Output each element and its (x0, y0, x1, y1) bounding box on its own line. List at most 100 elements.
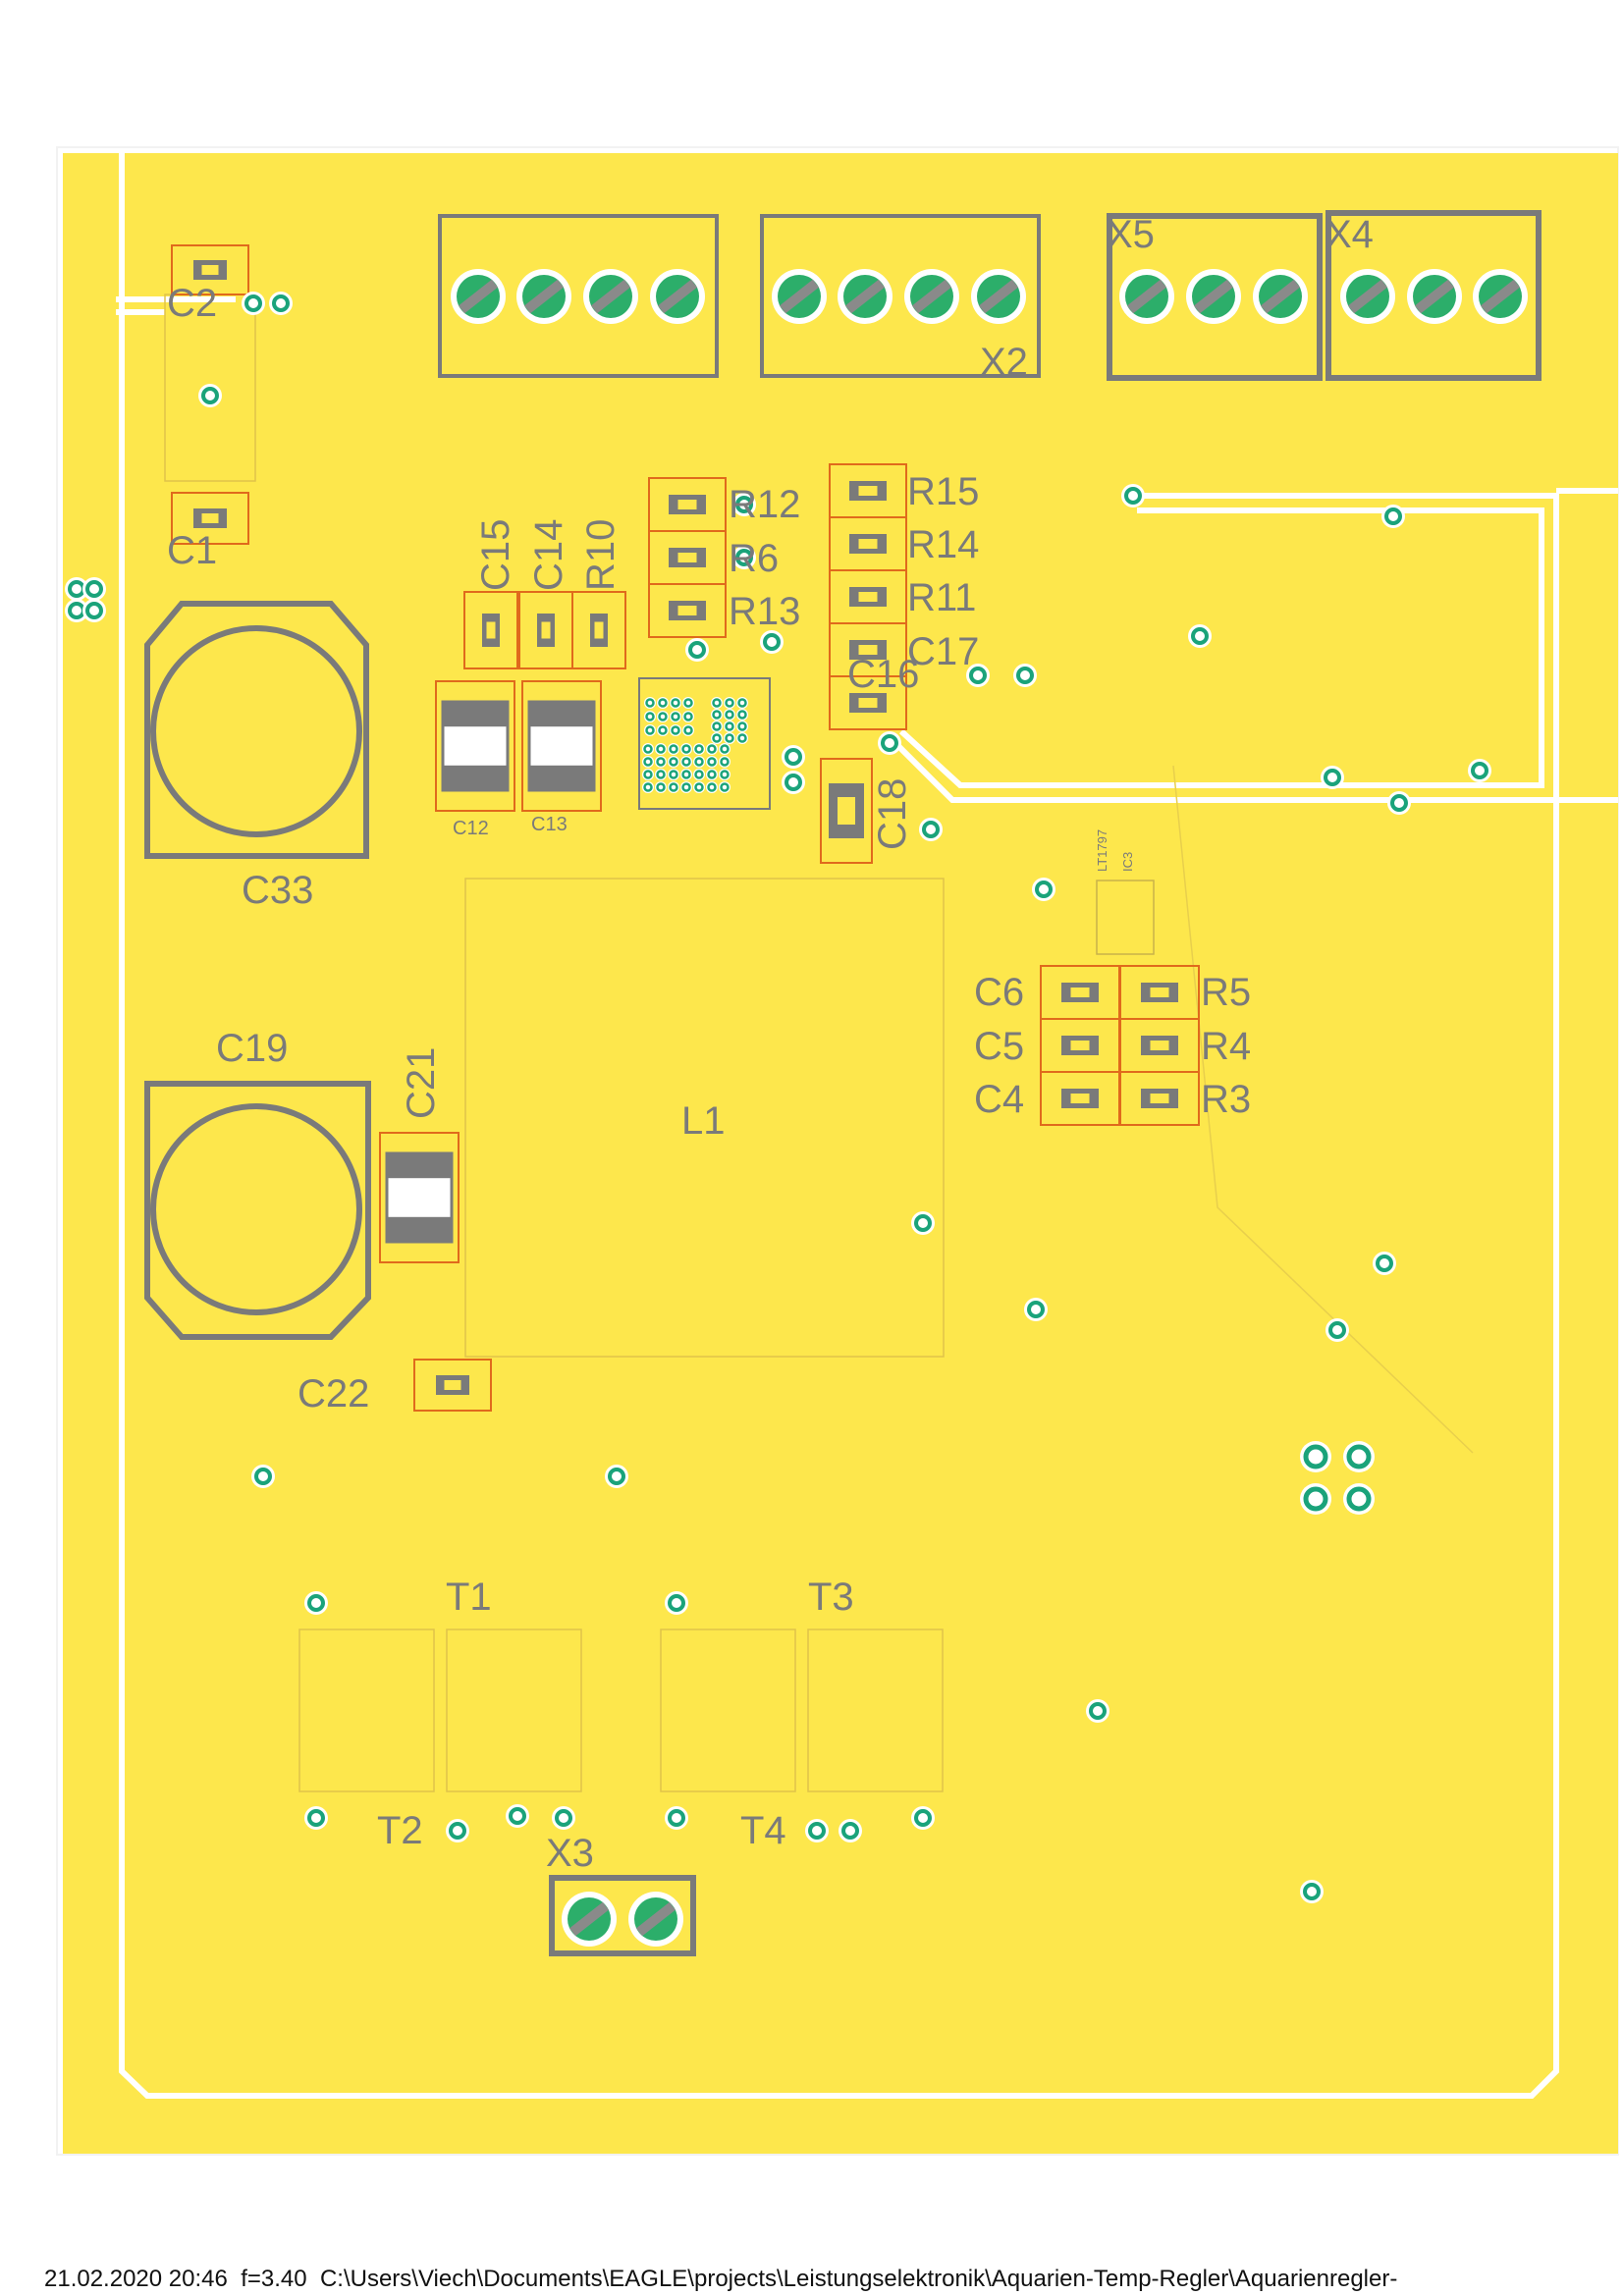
c15-pad (463, 591, 518, 669)
via (82, 599, 106, 622)
via (82, 577, 106, 601)
terminal-block-x3 (549, 1875, 696, 1956)
label-r3: R3 (1201, 1078, 1251, 1121)
label-c1: C1 (167, 529, 217, 572)
ic-via (724, 709, 735, 721)
terminal-screw (650, 269, 705, 324)
ic-via (657, 724, 669, 736)
label-c12: C12 (453, 818, 489, 839)
ic-via (680, 756, 692, 768)
c33-capacitor (144, 601, 369, 859)
via (839, 1819, 862, 1842)
ic-via (719, 756, 730, 768)
via (269, 292, 293, 315)
isolation-traces (116, 153, 1618, 2099)
plot-footer: 21.02.2020 20:46 f=3.40 C:\Users\Viech\D… (44, 2266, 1397, 2293)
ic-via (644, 711, 656, 722)
via (1300, 1483, 1331, 1515)
terminal-screw (451, 269, 506, 324)
label-c13: C13 (531, 814, 568, 835)
ic-via (736, 732, 748, 744)
label-c2: C2 (167, 282, 217, 325)
footer-path: C:\Users\Viech\Documents\EAGLE\projects\… (319, 2266, 1398, 2292)
ic3-footprint (1096, 880, 1155, 955)
r11-pad (829, 569, 907, 624)
ic-via (668, 756, 679, 768)
terminal-block-x4 (1325, 210, 1542, 381)
ic-via (711, 709, 723, 721)
ic-via (668, 743, 679, 755)
footer-datetime: 21.02.2020 20:46 (44, 2266, 228, 2292)
label-lt1797: LT1797 (1095, 829, 1109, 872)
label-r11: R11 (907, 576, 976, 619)
via (304, 1591, 328, 1615)
via (685, 638, 709, 662)
ic-via (655, 756, 667, 768)
ic-via (642, 781, 654, 793)
label-c19: C19 (216, 1027, 288, 1070)
terminal-screw (628, 1892, 683, 1947)
ic-via (706, 781, 718, 793)
via (911, 1211, 935, 1235)
label-r5: R5 (1201, 971, 1251, 1014)
ic-package (638, 677, 771, 810)
c12-pad (435, 680, 515, 812)
label-c18: C18 (871, 778, 914, 850)
ic-via (670, 697, 681, 709)
label-c14: C14 (527, 519, 570, 591)
t1-footprint-a (298, 1629, 435, 1792)
ic-via (670, 724, 681, 736)
via (782, 771, 805, 794)
c22-pad (413, 1359, 492, 1412)
via (782, 745, 805, 769)
terminal-screw (971, 269, 1026, 324)
ic-via (657, 711, 669, 722)
thin-footprints (164, 294, 1474, 1792)
label-x2: X2 (980, 341, 1028, 384)
terminal-screw (1407, 269, 1462, 324)
ic-via (724, 721, 735, 732)
label-t4: T4 (740, 1809, 786, 1852)
terminal-block-x1 (438, 214, 719, 378)
via (665, 1806, 688, 1830)
via (1300, 1441, 1331, 1472)
via (251, 1465, 275, 1488)
ic-via (668, 781, 679, 793)
via (446, 1819, 469, 1842)
r3-pad (1119, 1071, 1200, 1126)
label-r4: R4 (1201, 1025, 1251, 1068)
ic-via (724, 697, 735, 709)
via (732, 546, 756, 569)
ic-via (736, 709, 748, 721)
terminal-screw (904, 269, 959, 324)
ic-via (736, 697, 748, 709)
ic-via (642, 769, 654, 780)
ic-via (655, 781, 667, 793)
via (732, 493, 756, 516)
ic-via (693, 743, 705, 755)
ic-via (680, 743, 692, 755)
terminal-screw (1473, 269, 1528, 324)
via (966, 664, 990, 687)
via (665, 1591, 688, 1615)
t3-footprint-b (807, 1629, 944, 1792)
via (198, 384, 222, 407)
ic-via (644, 724, 656, 736)
via (1188, 624, 1212, 648)
terminal-screw (1186, 269, 1241, 324)
c13-pad (521, 680, 602, 812)
ic-via (655, 769, 667, 780)
ic-via (719, 781, 730, 793)
via (1381, 505, 1405, 528)
via (1343, 1483, 1375, 1515)
ic-via (657, 697, 669, 709)
label-c16: C16 (847, 653, 919, 696)
ic-via (706, 756, 718, 768)
copper-pour (63, 153, 1618, 2154)
via (1321, 766, 1344, 789)
label-x4: X4 (1325, 213, 1374, 256)
terminal-screws (451, 269, 1528, 1947)
ic-via (682, 697, 694, 709)
label-t3: T3 (808, 1575, 854, 1619)
ic-via-field (642, 697, 748, 793)
